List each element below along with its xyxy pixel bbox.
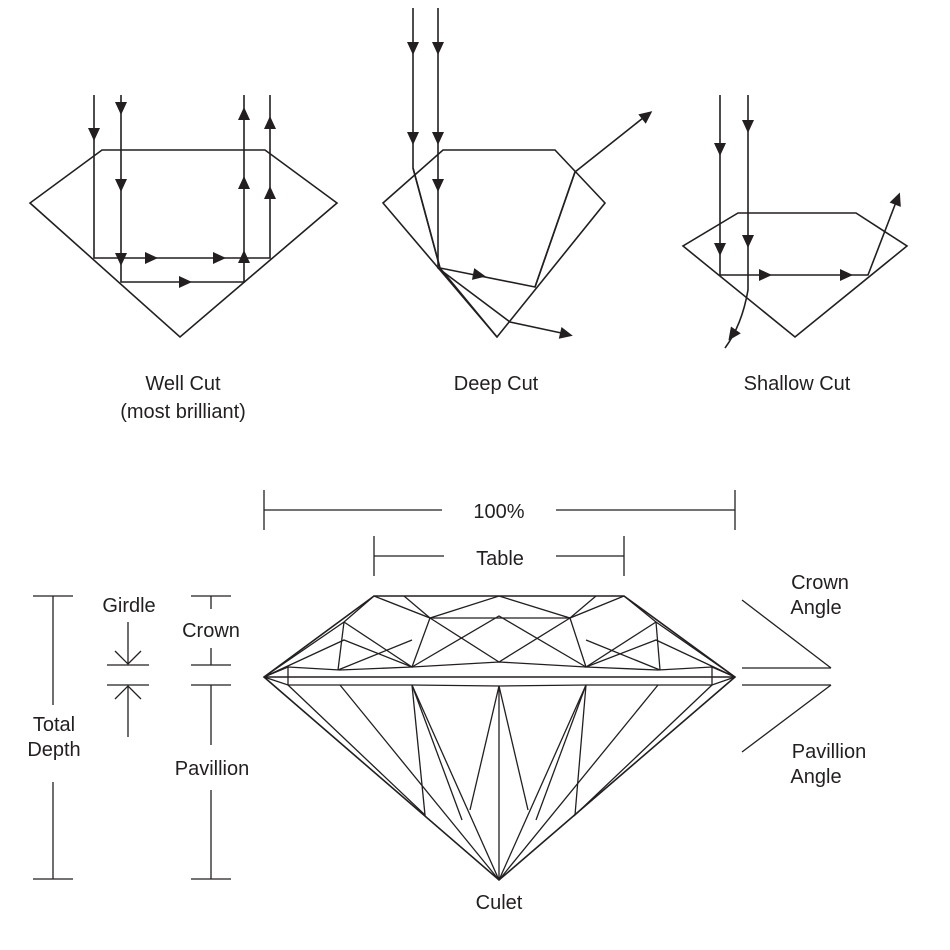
girdle-dimension: Girdle bbox=[102, 595, 156, 737]
crown-label: Crown bbox=[182, 620, 240, 642]
crown-pavillion-dimension: Crown Pavillion bbox=[175, 595, 249, 880]
well-cut-arrowheads bbox=[88, 102, 276, 288]
well-cut-outline bbox=[28, 149, 339, 339]
table-dimension: Table bbox=[373, 536, 625, 576]
well-cut-diagram: Well Cut (most brilliant) bbox=[28, 95, 339, 423]
well-cut-ray-2 bbox=[120, 95, 245, 283]
culet-label: Culet bbox=[476, 892, 523, 914]
deep-cut-diagram: Deep Cut bbox=[381, 8, 656, 395]
shallow-cut-outline bbox=[681, 212, 909, 339]
deep-cut-ray-2 bbox=[437, 8, 567, 335]
well-cut-ray-1 bbox=[93, 95, 271, 259]
pavillion-angle-label-line2: Angle bbox=[790, 766, 841, 788]
diamond-outline bbox=[262, 595, 737, 882]
pavillion-label: Pavillion bbox=[175, 758, 249, 780]
crown-angle-label-line1: Crown bbox=[791, 572, 849, 594]
deep-cut-outline bbox=[381, 149, 607, 339]
total-depth-label-line1: Total bbox=[33, 714, 75, 736]
shallow-cut-ray-1 bbox=[719, 95, 899, 276]
diamond-profile bbox=[262, 595, 737, 882]
deep-cut-ray-1 bbox=[412, 8, 649, 288]
table-label: Table bbox=[476, 548, 524, 570]
deep-cut-arrowheads bbox=[407, 42, 656, 342]
total-depth-dimension: Total Depth bbox=[27, 595, 81, 880]
total-depth-label-line2: Depth bbox=[27, 739, 80, 761]
well-cut-sublabel: (most brilliant) bbox=[120, 401, 246, 423]
well-cut-label: Well Cut bbox=[145, 373, 221, 395]
pavillion-angle-label-line1: Pavillion bbox=[792, 741, 866, 763]
crown-angle-label-line2: Angle bbox=[790, 597, 841, 619]
deep-cut-label: Deep Cut bbox=[454, 373, 539, 395]
width-label: 100% bbox=[473, 501, 524, 523]
shallow-cut-ray-2 bbox=[724, 95, 749, 349]
shallow-cut-diagram: Shallow Cut bbox=[681, 95, 909, 395]
girdle-label: Girdle bbox=[102, 595, 155, 617]
width-dimension: 100% bbox=[263, 490, 736, 530]
proportions-diagram: 100% Table Total Depth Girdle bbox=[27, 490, 866, 914]
shallow-cut-label: Shallow Cut bbox=[744, 373, 851, 395]
angle-indicators: Crown Angle Pavillion Angle bbox=[741, 572, 866, 788]
